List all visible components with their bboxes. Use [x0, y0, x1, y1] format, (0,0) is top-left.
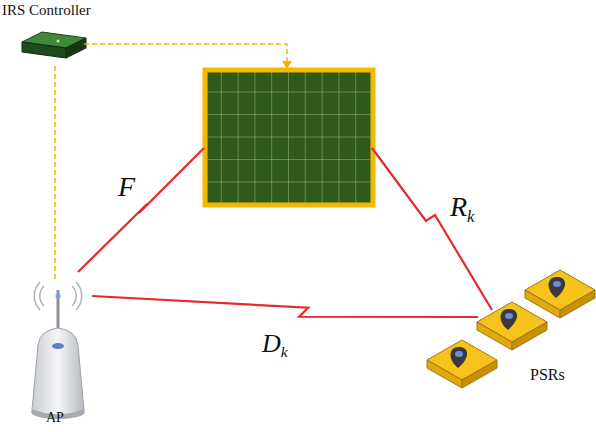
- node-text: IRS Controller: [2, 2, 91, 19]
- link-line: [54, 66, 56, 282]
- node-text: AP: [46, 410, 64, 425]
- controller-node: IRS Controller: [0, 2, 106, 66]
- channel-label: Rk: [450, 192, 475, 226]
- link-line: [92, 296, 478, 317]
- access-point-node: AP: [22, 282, 92, 430]
- channel-label: Dk: [262, 330, 288, 361]
- receiver-group-node: PSRs: [478, 300, 594, 392]
- node-text: PSRs: [530, 366, 565, 384]
- channel-label: F: [118, 172, 135, 203]
